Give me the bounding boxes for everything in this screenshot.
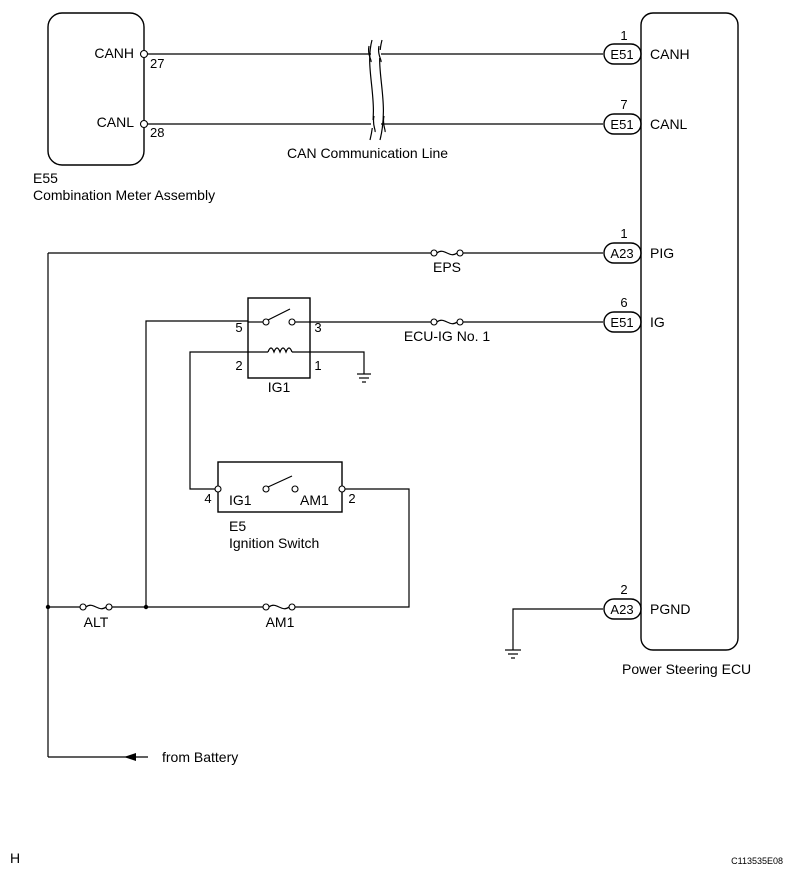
meter-terminal-canh [139, 49, 149, 59]
combination-meter-box [47, 12, 145, 166]
fuse-ecu-ig-label: ECU-IG No. 1 [404, 328, 491, 344]
relay-switch-blade [267, 308, 291, 321]
relay-pin-3: 3 [314, 320, 321, 335]
fuse-eps-label: EPS [433, 259, 461, 275]
ig1-relay: 5 3 2 1 IG1 [235, 297, 322, 395]
battery-label: from Battery [162, 749, 238, 765]
ecu-connector-e51-canl-label: E51 [610, 117, 633, 132]
ig-circuit: ECU-IG No. 1 [310, 318, 603, 344]
ecu-pin-canh-label: CANH [650, 46, 690, 62]
ecu-connector-e51-canh [603, 43, 642, 65]
ig1-relay-box [247, 297, 311, 379]
ecu-pin-ig-label: IG [650, 314, 665, 330]
ecu-pin-ig-number: 6 [620, 295, 627, 310]
ecu-connector-a23-pgnd [603, 598, 642, 620]
relay-coil-icon [267, 347, 293, 354]
fuse-ecu-ig-icon [436, 319, 458, 325]
ecu-connector-a23-pig-label: A23 [610, 246, 633, 261]
ignition-switch-name: Ignition Switch [229, 535, 319, 551]
ecu-name: Power Steering ECU [622, 661, 751, 677]
can-break-mark-right [379, 39, 384, 141]
meter-terminal-canl [139, 119, 149, 129]
can-wires: CAN Communication Line [139, 39, 603, 161]
meter-name: Combination Meter Assembly [33, 187, 215, 203]
ignition-switch-pin-4: 4 [204, 491, 211, 506]
meter-pin-canl-number: 28 [150, 125, 164, 140]
ecu-connector-a23-pgnd-label: A23 [610, 602, 633, 617]
meter-code: E55 [33, 170, 58, 186]
ecu-pin-pgnd-number: 2 [620, 582, 627, 597]
meter-pin-canh-number: 27 [150, 56, 164, 71]
relay-pin-1: 1 [314, 358, 321, 373]
ecu-pin-pig-label: PIG [650, 245, 674, 261]
fuse-am1-label: AM1 [266, 614, 295, 630]
relay-pin-2: 2 [235, 358, 242, 373]
power-bus: ALT AM1 [45, 253, 296, 757]
pig-circuit: EPS [48, 249, 603, 275]
fuse-alt-label: ALT [84, 614, 109, 630]
can-line-label: CAN Communication Line [287, 145, 448, 161]
ecu-box [640, 12, 739, 651]
power-steering-ecu: Power Steering ECU 1 E51 CANH 7 E51 CANL… [603, 12, 751, 677]
fuse-alt-icon [85, 604, 107, 610]
ecu-pin-pgnd-label: PGND [650, 601, 690, 617]
ecu-pin-canl-number: 7 [620, 97, 627, 112]
footer-right: C113535E08 [731, 856, 783, 866]
ignition-switch-code: E5 [229, 518, 246, 534]
battery-feed: from Battery [48, 749, 238, 765]
ecu-pin-canl-label: CANL [650, 116, 688, 132]
battery-arrow-icon [124, 753, 136, 761]
fuse-am1-icon [268, 604, 290, 610]
ignition-switch-inner-am1: AM1 [300, 492, 329, 508]
ecu-connector-e51-canl [603, 113, 642, 135]
relay-pin-5: 5 [235, 320, 242, 335]
meter-pin-canh-label: CANH [94, 45, 134, 61]
footer-left: H [10, 850, 20, 866]
junction-dot-mid [143, 604, 149, 610]
relay-name: IG1 [268, 379, 291, 395]
ecu-connector-e51-ig-label: E51 [610, 315, 633, 330]
ecu-pin-canh-number: 1 [620, 28, 627, 43]
ignition-switch-pin-2: 2 [348, 491, 355, 506]
relay-ground [310, 351, 371, 383]
ecu-connector-e51-canh-label: E51 [610, 47, 633, 62]
ignition-switch-blade [267, 475, 293, 488]
ecu-connector-a23-pig [603, 242, 642, 264]
meter-pin-canl-label: CANL [97, 114, 135, 130]
ignition-switch-inner-ig1: IG1 [229, 492, 252, 508]
ecu-pin-pig-number: 1 [620, 226, 627, 241]
ecu-connector-e51-ig [603, 311, 642, 333]
combination-meter-assembly: CANH 27 CANL 28 E55 Combination Meter As… [33, 12, 215, 203]
pgnd-ground [505, 608, 603, 659]
ignition-switch: IG1 AM1 4 2 E5 Ignition Switch [204, 461, 356, 551]
fuse-eps-icon [436, 250, 458, 256]
